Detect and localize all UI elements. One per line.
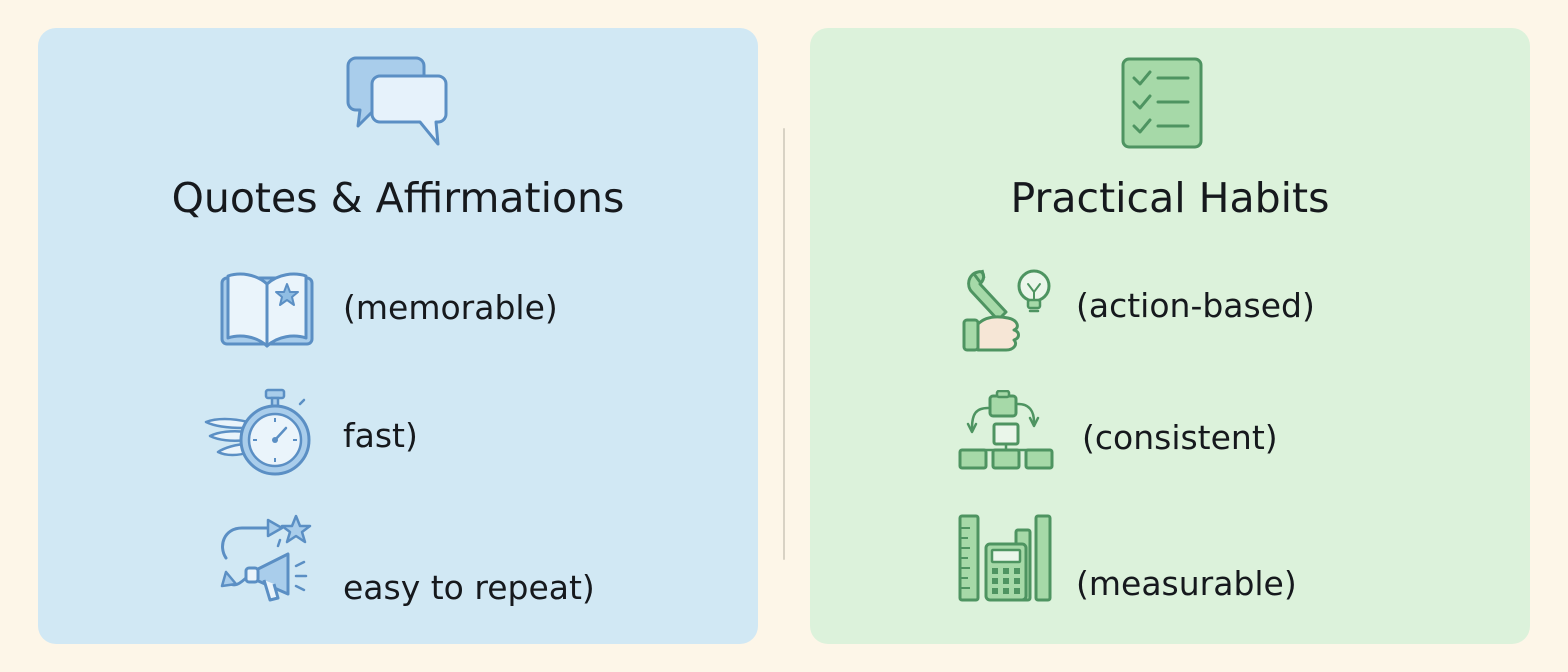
flow-routine-icon xyxy=(958,390,1054,470)
quotes-affirmations-panel: Quotes & Affirmations (memorable) xyxy=(38,28,758,644)
panel-divider xyxy=(783,128,785,560)
repeat-megaphone-star-icon xyxy=(220,514,312,602)
panel-title: Quotes & Affirmations xyxy=(171,174,625,222)
list-item: (memorable) xyxy=(214,258,634,358)
panel-title: Practical Habits xyxy=(1010,174,1330,222)
item-label: easy to repeat) xyxy=(343,568,595,607)
item-label: (consistent) xyxy=(1082,418,1278,457)
speech-bubbles-icon xyxy=(346,56,448,146)
open-book-star-icon xyxy=(220,272,314,348)
winged-stopwatch-icon xyxy=(204,388,311,476)
item-label: fast) xyxy=(343,416,418,455)
list-item: (consistent) xyxy=(958,390,1378,490)
practical-habits-panel: Practical Habits (action-based) xyxy=(810,28,1530,644)
item-label: (action-based) xyxy=(1076,286,1315,325)
list-item: fast) xyxy=(204,386,624,486)
item-label: (memorable) xyxy=(343,288,558,327)
checklist-icon xyxy=(1121,57,1203,149)
ruler-calculator-chart-icon xyxy=(958,514,1052,602)
wrench-hand-lightbulb-icon xyxy=(962,269,1051,352)
list-item: (action-based) xyxy=(958,260,1378,360)
list-item: (measurable) xyxy=(958,514,1378,614)
list-item: easy to repeat) xyxy=(204,506,664,607)
item-label: (measurable) xyxy=(1076,564,1297,603)
